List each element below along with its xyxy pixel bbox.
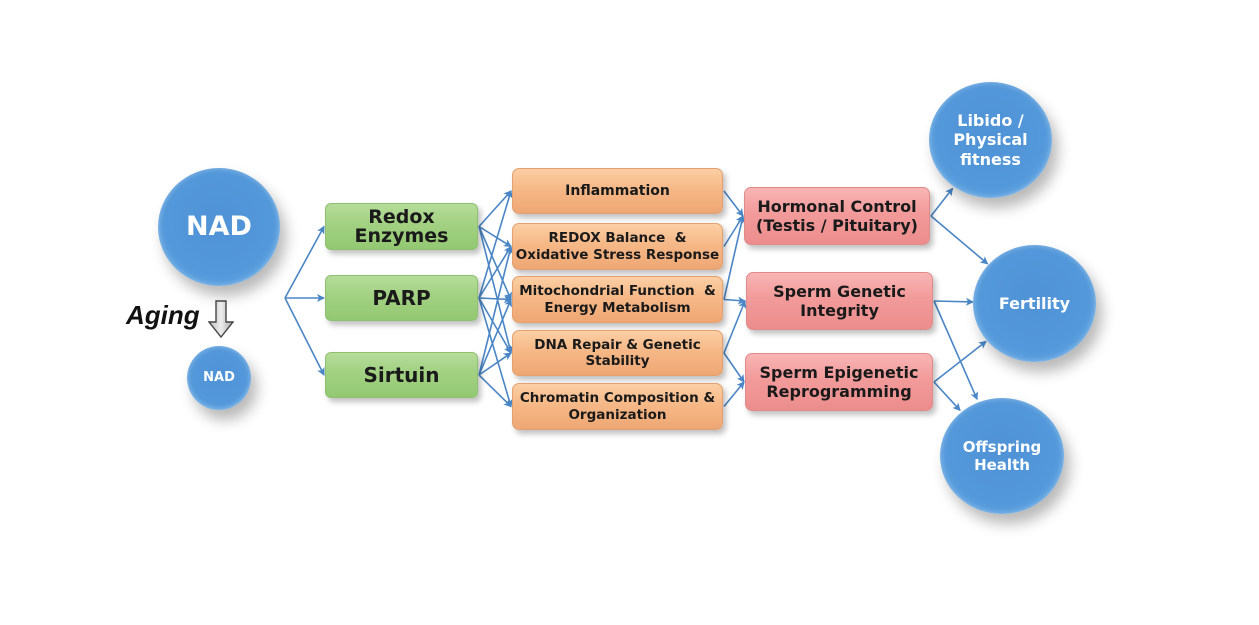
process-inflammation-label: Inflammation: [565, 182, 670, 199]
aged-nad-label: NAD: [203, 370, 235, 386]
arrow-mitochondrial-to-hormonal: [723, 215, 746, 300]
enzyme-sirtuin-box: Sirtuin: [325, 352, 478, 398]
arrow-sperm-genetic-to-offspring: [933, 300, 978, 401]
arrow-source-to-redox: [284, 225, 325, 299]
arrow-chromatin-to-sperm-epigenetic: [723, 381, 745, 408]
arrow-hormonal-to-libido: [930, 187, 954, 217]
process-redox-balance-line2: Oxidative Stress Response: [515, 246, 720, 263]
target-sperm-genetic-line2: Integrity: [800, 301, 879, 320]
process-mitochondrial-box: Mitochondrial Function & Energy Metaboli…: [512, 276, 723, 323]
process-dna-repair-box: DNA Repair & Genetic Stability: [512, 330, 723, 376]
enzyme-redox-line1: Redox: [368, 205, 435, 228]
outcome-libido-line3: fitness: [960, 149, 1021, 169]
target-sperm-epigenetic-box: Sperm Epigenetic Reprogramming: [745, 353, 933, 411]
outcome-fertility-label: Fertility: [998, 293, 1071, 313]
target-sperm-genetic-box: Sperm Genetic Integrity: [746, 272, 933, 330]
enzyme-parp-label: PARP: [372, 286, 431, 310]
arrow-redox-to-redox-balance: [478, 225, 512, 248]
process-redox-balance-line1: REDOX Balance &: [548, 230, 687, 247]
target-hormonal-line1: Hormonal Control: [757, 196, 917, 216]
down-arrow-icon: [208, 300, 234, 338]
outcome-offspring-line1: Offspring: [962, 438, 1042, 456]
process-mitochondrial-line2: Energy Metabolism: [544, 299, 691, 316]
process-inflammation-box: Inflammation: [512, 168, 723, 214]
process-redox-balance-box: REDOX Balance & Oxidative Stress Respons…: [512, 223, 723, 270]
arrow-redox-to-mitochondrial: [478, 226, 512, 301]
target-sperm-epigenetic-line2: Reprogramming: [766, 382, 912, 401]
arrow-sperm-epigenetic-to-fertility: [933, 340, 987, 383]
arrow-inflammation-to-hormonal: [723, 190, 744, 217]
arrow-sirtuin-to-chromatin: [478, 374, 512, 408]
arrow-sirtuin-to-redox-balance: [478, 245, 514, 376]
enzyme-redox-line2: Enzymes: [354, 224, 449, 247]
arrow-sirtuin-to-mitochondrial: [478, 298, 512, 376]
outcome-libido-line2: Physical: [953, 130, 1028, 150]
arrow-parp-to-dna-repair: [478, 297, 512, 354]
arrow-parp-to-chromatin: [478, 297, 513, 408]
arrow-parp-to-mitochondrial: [478, 295, 512, 304]
arrow-sperm-epigenetic-to-offspring: [933, 381, 961, 412]
arrow-dna-repair-to-sperm-epigenetic: [723, 352, 745, 383]
aging-label: Aging: [126, 300, 200, 330]
process-chromatin-box: Chromatin Composition & Organization: [512, 383, 723, 430]
outcome-libido-circle: Libido / Physical fitness: [929, 82, 1052, 198]
target-hormonal-box: Hormonal Control (Testis / Pituitary): [744, 187, 930, 245]
arrow-parp-to-redox-balance: [478, 245, 512, 299]
arrow-parp-to-inflammation: [478, 190, 513, 299]
arrow-dna-repair-to-sperm-genetic: [723, 300, 747, 354]
arrow-redox-to-dna-repair: [478, 226, 514, 354]
process-dna-repair-line2: Stability: [585, 353, 650, 369]
process-chromatin-line2: Organization: [568, 406, 667, 423]
process-chromatin-line1: Chromatin Composition &: [519, 390, 716, 407]
outcome-fertility-circle: Fertility: [973, 245, 1096, 362]
outcome-offspring-line2: Health: [974, 456, 1030, 474]
outcome-offspring-circle: Offspring Health: [940, 398, 1064, 514]
arrow-mitochondrial-to-sperm-genetic: [723, 296, 746, 305]
target-sperm-genetic-line1: Sperm Genetic: [773, 281, 906, 301]
arrow-source-to-sirtuin: [284, 297, 325, 376]
target-sperm-epigenetic-line1: Sperm Epigenetic: [759, 362, 919, 382]
outcome-libido-line1: Libido /: [957, 111, 1024, 131]
nad-label: NAD: [186, 210, 252, 242]
arrow-sperm-genetic-to-fertility: [933, 297, 975, 306]
enzyme-redox-box: Redox Enzymes: [325, 203, 478, 250]
enzyme-sirtuin-label: Sirtuin: [363, 363, 440, 387]
arrow-hormonal-to-fertility: [930, 215, 989, 265]
enzyme-parp-box: PARP: [325, 275, 478, 321]
aged-nad-circle: NAD: [187, 346, 251, 410]
process-dna-repair-line1: DNA Repair & Genetic: [534, 336, 701, 353]
nad-circle: NAD: [158, 168, 280, 286]
process-mitochondrial-line1: Mitochondrial Function &: [519, 283, 716, 300]
target-hormonal-line2: (Testis / Pituitary): [756, 216, 918, 235]
arrow-sirtuin-to-dna-repair: [478, 352, 512, 376]
